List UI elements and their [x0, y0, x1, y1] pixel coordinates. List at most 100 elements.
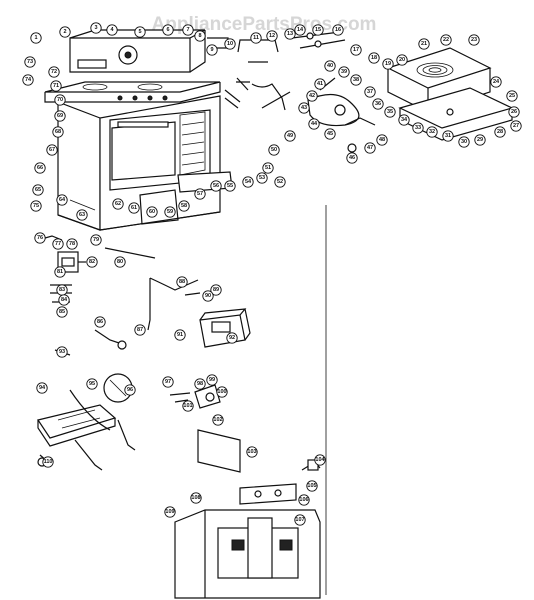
callout-19: 19 [382, 58, 394, 70]
callout-number: 85 [59, 309, 65, 315]
callout-28: 28 [494, 126, 506, 138]
callout-number: 5 [138, 29, 141, 35]
callout-31: 31 [442, 130, 454, 142]
callout-11: 11 [250, 32, 262, 44]
callout-number: 68 [55, 129, 61, 135]
callout-number: 40 [327, 63, 333, 69]
callout-37: 37 [364, 86, 376, 98]
callout-number: 56 [213, 183, 219, 189]
callout-87: 87 [134, 324, 146, 336]
callout-1: 1 [30, 32, 42, 44]
callout-number: 88 [179, 279, 185, 285]
callout-number: 7 [186, 27, 189, 33]
back-assembly-drawing [174, 459, 321, 599]
callout-number: 73 [27, 59, 33, 65]
callout-number: 28 [497, 129, 503, 135]
callout-50: 50 [268, 144, 280, 156]
callout-number: 90 [205, 293, 211, 299]
callout-number: 54 [245, 179, 252, 185]
callout-16: 16 [332, 24, 344, 36]
callout-number: 50 [271, 147, 277, 153]
callout-number: 45 [327, 131, 333, 137]
callout-26: 26 [508, 106, 520, 118]
callout-number: 47 [367, 145, 373, 151]
callout-number: 92 [229, 335, 235, 341]
callout-66: 66 [34, 162, 46, 174]
callout-107: 107 [294, 514, 306, 526]
callout-34: 34 [398, 114, 410, 126]
callout-27: 27 [510, 120, 522, 132]
callout-number: 58 [181, 203, 187, 209]
callout-number: 110 [44, 459, 53, 465]
callout-number: 15 [315, 27, 321, 33]
callout-97: 97 [162, 376, 174, 388]
element-box-drawing [386, 47, 514, 141]
callout-104: 104 [314, 454, 326, 466]
callout-number: 19 [385, 61, 391, 67]
callout-number: 83 [59, 287, 65, 293]
callout-99: 99 [206, 374, 218, 386]
callout-73: 73 [24, 56, 36, 68]
callout-59: 59 [164, 206, 176, 218]
callout-10: 10 [224, 38, 236, 50]
callout-number: 106 [299, 497, 308, 503]
callout-number: 101 [183, 403, 192, 409]
callout-9: 9 [206, 44, 218, 56]
callout-83: 83 [56, 284, 68, 296]
callout-number: 95 [89, 381, 95, 387]
callout-number: 41 [317, 81, 323, 87]
callout-82: 82 [86, 256, 98, 268]
callout-number: 18 [371, 55, 377, 61]
callout-105: 105 [306, 480, 318, 492]
callout-40: 40 [324, 60, 336, 72]
callout-number: 97 [165, 379, 171, 385]
callout-32: 32 [426, 126, 438, 138]
callout-38: 38 [350, 74, 362, 86]
callout-41: 41 [314, 78, 326, 90]
callout-number: 96 [127, 387, 133, 393]
callout-number: 12 [269, 33, 275, 39]
callout-65: 65 [32, 184, 44, 196]
callout-number: 20 [399, 57, 405, 63]
callout-4: 4 [106, 24, 118, 36]
callout-number: 25 [509, 93, 515, 99]
callout-number: 75 [33, 203, 39, 209]
callout-number: 51 [265, 165, 271, 171]
callout-number: 61 [131, 205, 137, 211]
callout-number: 29 [477, 137, 483, 143]
callout-45: 45 [324, 128, 336, 140]
callout-18: 18 [368, 52, 380, 64]
callout-number: 57 [197, 191, 203, 197]
callout-number: 70 [57, 97, 63, 103]
callout-number: 35 [387, 109, 393, 115]
callout-number: 59 [167, 209, 173, 215]
callout-number: 17 [353, 47, 359, 53]
callout-number: 64 [59, 197, 66, 203]
callout-109: 109 [164, 506, 176, 518]
callout-13: 13 [284, 28, 296, 40]
burner-assembly-drawing [307, 77, 376, 153]
callout-29: 29 [474, 134, 486, 146]
callout-number: 22 [443, 37, 449, 43]
callout-number: 93 [59, 349, 65, 355]
callout-33: 33 [412, 122, 424, 134]
callout-number: 78 [69, 241, 75, 247]
callout-number: 39 [341, 69, 347, 75]
callout-64: 64 [56, 194, 68, 206]
callout-103: 103 [246, 446, 258, 458]
callout-49: 49 [284, 130, 296, 142]
callout-number: 109 [165, 509, 174, 515]
callout-24: 24 [490, 76, 502, 88]
callout-91: 91 [174, 329, 186, 341]
callout-71: 71 [50, 80, 62, 92]
callout-2: 2 [59, 26, 71, 38]
callout-3: 3 [90, 22, 102, 34]
callout-51: 51 [262, 162, 274, 174]
callout-23: 23 [468, 34, 480, 46]
callout-62: 62 [112, 198, 124, 210]
callout-89: 89 [210, 284, 222, 296]
callout-number: 32 [429, 129, 435, 135]
callout-15: 15 [312, 24, 324, 36]
